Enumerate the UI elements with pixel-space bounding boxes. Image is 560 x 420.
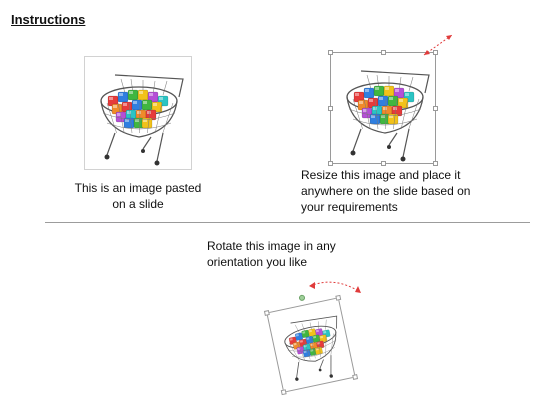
pasted-caption: This is an image pasted on a slide	[74, 181, 202, 211]
instructions-title: Instructions	[11, 12, 86, 27]
rotation-handle[interactable]	[298, 294, 306, 302]
resize-handle-bottom-right[interactable]	[433, 161, 438, 166]
resize-handle-top-right[interactable]	[433, 50, 438, 55]
resize-handle-left[interactable]	[328, 106, 333, 111]
resize-handle-bottom-right[interactable]	[352, 374, 359, 380]
divider	[45, 222, 530, 223]
shopping-cart-icon	[100, 74, 184, 166]
resize-caption: Resize this image and place it anywhere …	[301, 168, 471, 214]
pasted-image-frame[interactable]	[84, 56, 192, 170]
resize-handle-top-left[interactable]	[263, 310, 270, 316]
resize-handle-right[interactable]	[433, 106, 438, 111]
shopping-cart-icon	[346, 70, 430, 162]
resize-handle-top-left[interactable]	[328, 50, 333, 55]
rotated-image-frame[interactable]	[263, 294, 359, 396]
resize-handle-bottom[interactable]	[381, 161, 386, 166]
rotate-caption: Rotate this image in any orientation you…	[207, 239, 336, 269]
shopping-cart-icon	[284, 315, 338, 381]
resize-handle-top-right[interactable]	[335, 294, 342, 301]
resizable-image-frame[interactable]	[328, 50, 438, 166]
resize-handle-bottom-left[interactable]	[280, 389, 287, 396]
resize-handle-top[interactable]	[381, 50, 386, 55]
resize-handle-bottom-left[interactable]	[328, 161, 333, 166]
